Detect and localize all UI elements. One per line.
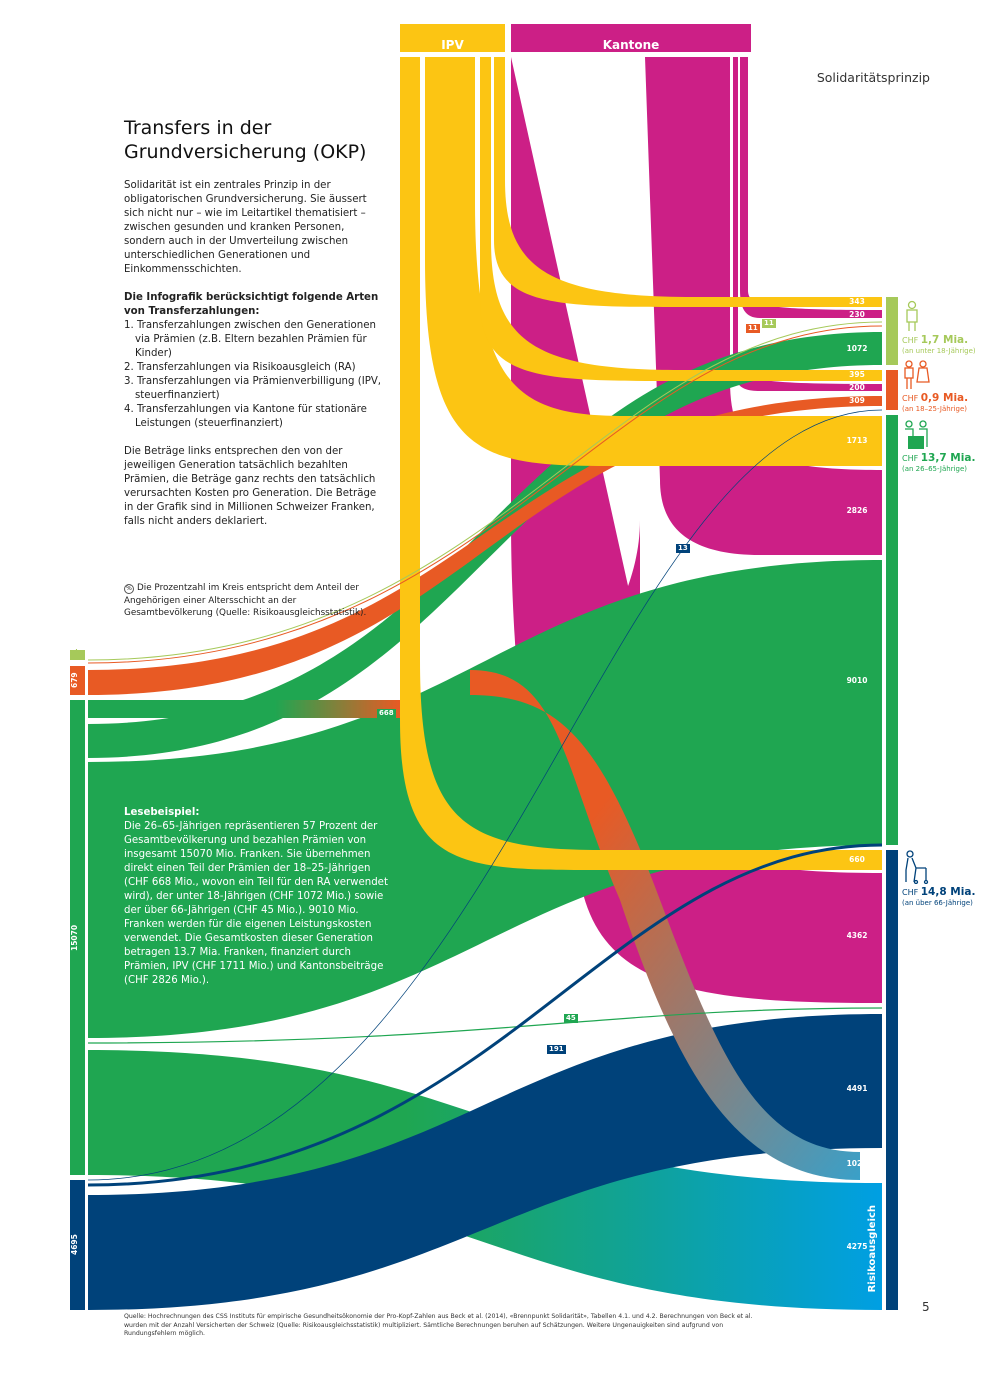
example-text: Die 26–65-Jährigen repräsentieren 57 Pro… <box>124 821 388 986</box>
risikoausgleich-label: Risikoausgleich <box>867 1205 878 1293</box>
young-adults-icon <box>904 360 930 389</box>
flow-tag: 191 <box>547 1045 566 1054</box>
percent-circle-icon: % <box>124 584 134 594</box>
left-bar <box>70 700 85 1175</box>
left-value-26-65: 15070 <box>70 924 79 951</box>
amounts-note: Die Beträge links entsprechen den von de… <box>124 446 377 527</box>
right-value: 200 <box>849 383 865 392</box>
flow-18-25-line <box>87 325 883 664</box>
ra-label: RA <box>867 1155 878 1171</box>
left-bar <box>70 650 85 660</box>
type-item: 2. Transferzahlungen via Risikoausgleich… <box>124 362 356 373</box>
right-value: 1072 <box>846 344 868 353</box>
type-item: 4. Transferzahlungen via Kantone für sta… <box>124 404 367 429</box>
section-label: Solidaritätsprinzip <box>816 70 930 85</box>
transfer-types: Die Infografik berücksichtigt folgende A… <box>124 291 384 431</box>
flow-tag: 45 <box>564 1014 578 1023</box>
group-18-25: CHF 0,9 Mia. (an 18–25-Jährige) <box>902 360 968 414</box>
source-note: Quelle: Hochrechnungen des CSS Instituts… <box>124 1313 753 1337</box>
left-bar <box>70 666 85 695</box>
types-heading: Die Infografik berücksichtigt folgende A… <box>124 292 379 317</box>
right-group-bar <box>886 415 898 845</box>
flow-18-25-own <box>88 396 882 695</box>
right-value: 343 <box>849 297 865 306</box>
right-group-bar <box>886 850 898 1310</box>
right-value: 9010 <box>846 676 868 685</box>
reading-example: Lesebeispiel: Die 26–65-Jährigen repräse… <box>124 806 394 988</box>
flow-66plus-to-18-25 <box>87 409 883 1181</box>
flow-tag: 13 <box>676 544 690 553</box>
left-value-u18: 11 <box>70 648 79 660</box>
right-value: 4491 <box>846 1084 868 1093</box>
group-under-18: CHF 1,7 Mia. (an unter 18-Jährige) <box>902 300 976 356</box>
flow-ipv-18-25 <box>480 57 882 381</box>
flow-ipv-26-65 <box>425 57 882 466</box>
group-26-65: CHF 13,7 Mia. (an 26–65-Jährige) <box>902 420 975 474</box>
group-66plus: CHF 14,8 Mia. (an über 66-Jährige) <box>902 850 975 908</box>
senior-walker-icon <box>905 850 929 885</box>
type-item: 1. Transferzahlungen zwischen den Genera… <box>124 320 376 359</box>
flow-kantone-u18 <box>740 57 882 318</box>
flow-26-65-own <box>88 560 882 1038</box>
ipv-header: IPV <box>400 24 505 52</box>
type-item: 3. Transferzahlungen via Prämienverbilli… <box>124 376 382 401</box>
right-value: 660 <box>849 855 865 864</box>
page-title: Transfers in der Grundversicherung (OKP) <box>124 117 367 163</box>
child-icon <box>906 300 918 331</box>
flow-66plus-to-26-65 <box>87 843 883 1187</box>
intro-text: Solidarität ist ein zentrales Prinzip in… <box>124 180 367 275</box>
percent-note-text: Die Prozentzahl im Kreis entspricht dem … <box>124 583 367 618</box>
flow-tag: 668 <box>377 709 396 718</box>
right-group-bar <box>886 297 898 365</box>
kantone-header: Kantone <box>511 24 751 52</box>
example-heading: Lesebeispiel: <box>124 807 200 818</box>
flow-ipv-u18 <box>494 57 882 307</box>
right-value: 4275 <box>846 1242 868 1251</box>
flow-tag: 11 <box>762 319 776 328</box>
right-value: 2826 <box>846 506 868 515</box>
right-value: 1713 <box>846 436 868 445</box>
left-value-18-25: 679 <box>70 672 79 688</box>
flow-tag: 11 <box>746 324 760 333</box>
flow-18-25-to-ra <box>470 670 860 1180</box>
right-value: 4362 <box>846 931 868 940</box>
flow-66plus-own <box>88 1014 882 1310</box>
left-bar <box>70 1180 85 1310</box>
right-value: 230 <box>849 310 865 319</box>
flow-26-65-to-18-25 <box>88 700 400 718</box>
right-group-bar <box>886 370 898 410</box>
percent-note: %Die Prozentzahl im Kreis entspricht dem… <box>124 582 384 620</box>
page-number: 5 <box>922 1300 930 1314</box>
right-value: 395 <box>849 370 865 379</box>
family-icon <box>905 420 928 449</box>
flow-u18-line <box>87 321 883 661</box>
right-value: 1027 <box>846 1159 868 1168</box>
left-value-66plus: 4695 <box>70 1234 79 1256</box>
flow-26-65-to-66plus <box>87 1007 883 1044</box>
right-value: 309 <box>849 396 865 405</box>
